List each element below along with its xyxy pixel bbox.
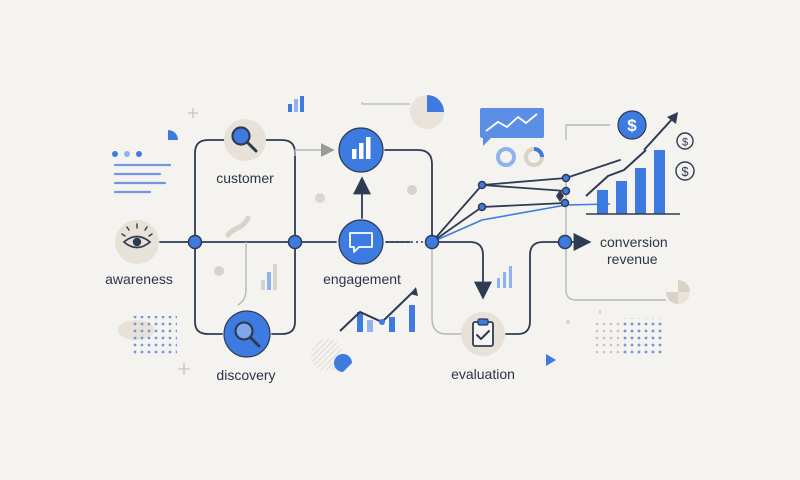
- bar-chart-icon: [338, 127, 384, 173]
- decorations: [112, 95, 690, 375]
- label-evaluation: evaluation: [451, 366, 515, 382]
- secondary-lines: [237, 124, 666, 335]
- revenue-bar-chart: [585, 112, 680, 215]
- label-engagement: engagement: [323, 271, 401, 287]
- svg-text:$: $: [681, 164, 689, 179]
- label-customer: customer: [216, 170, 274, 186]
- label-discovery: discovery: [216, 367, 276, 383]
- discovery-magnifier-icon: [223, 310, 271, 358]
- svg-text:$: $: [627, 116, 637, 135]
- dollar-coin-icon: $ $ $: [617, 110, 695, 181]
- label-conversion: conversion: [600, 234, 668, 250]
- junction-nodes: [187, 173, 573, 250]
- label-awareness: awareness: [105, 271, 173, 287]
- clipboard-check-icon: [461, 312, 505, 356]
- svg-text:$: $: [682, 137, 688, 149]
- customer-magnifier-icon: [224, 119, 266, 161]
- trend-line-blue: [431, 203, 611, 243]
- chat-bubble-icon: [338, 219, 384, 265]
- eye-lightbulb-icon: [115, 220, 159, 264]
- label-revenue: revenue: [607, 251, 658, 267]
